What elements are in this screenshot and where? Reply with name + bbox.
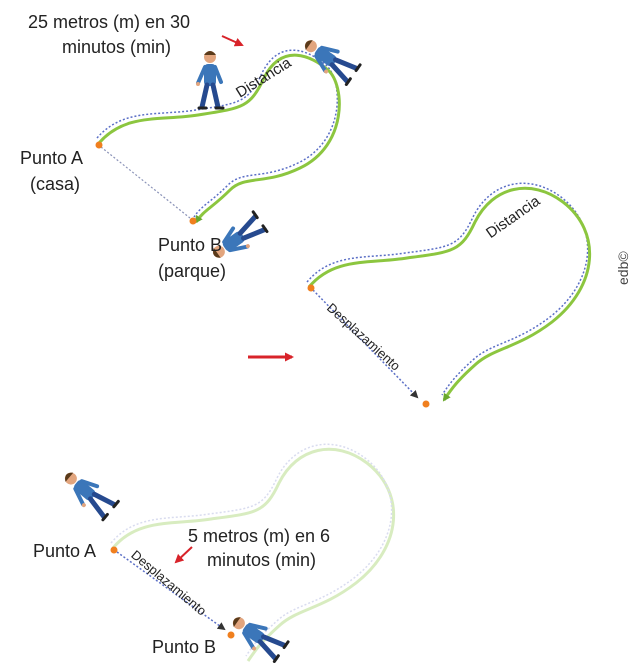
credit-label: edb© xyxy=(615,251,631,285)
top-point-a-line-2: (casa) xyxy=(30,174,81,194)
middle-displacement-dotted-line xyxy=(312,289,419,399)
top-panel xyxy=(95,32,361,267)
middle-point-a-marker xyxy=(307,284,315,292)
bottom-point-a-marker xyxy=(110,546,118,554)
middle-point-b-marker xyxy=(422,400,430,408)
walking-person-icon xyxy=(57,465,118,522)
middle-panel xyxy=(248,182,592,408)
bottom-faded-distance-path xyxy=(111,447,396,662)
top-note-line-2: minutos (min) xyxy=(62,37,172,57)
bottom-faded-dotted-path xyxy=(110,443,393,657)
middle-distance-green-path xyxy=(307,186,592,402)
top-straight-dotted-line xyxy=(100,146,191,219)
top-note-line-1: 25 metros (m) en 30 xyxy=(28,12,191,32)
bottom-point-a-label: Punto A xyxy=(33,541,97,561)
top-point-b-marker xyxy=(189,217,197,225)
top-point-b-line-1: Punto B xyxy=(158,235,223,255)
bottom-note-red-arrow xyxy=(174,546,193,564)
bottom-point-b-label: Punto B xyxy=(152,637,217,657)
middle-distance-dotted-path xyxy=(306,182,589,396)
walking-person-icon xyxy=(298,32,360,87)
bottom-note-line-2: minutos (min) xyxy=(207,550,317,570)
bottom-note-line-1: 5 metros (m) en 6 xyxy=(188,526,331,546)
bottom-panel xyxy=(57,443,396,664)
top-point-a-line-1: Punto A xyxy=(20,148,84,168)
bottom-displacement-dotted-line xyxy=(116,551,226,631)
top-point-a-marker xyxy=(95,141,103,149)
walking-person-icon xyxy=(196,51,223,108)
bottom-point-b-marker xyxy=(227,631,235,639)
walking-person-icon xyxy=(226,609,288,664)
top-point-b-line-2: (parque) xyxy=(158,261,227,281)
top-distance-dotted-path xyxy=(96,49,339,218)
top-distance-green-path xyxy=(97,53,341,224)
top-note-red-arrow xyxy=(221,35,244,47)
